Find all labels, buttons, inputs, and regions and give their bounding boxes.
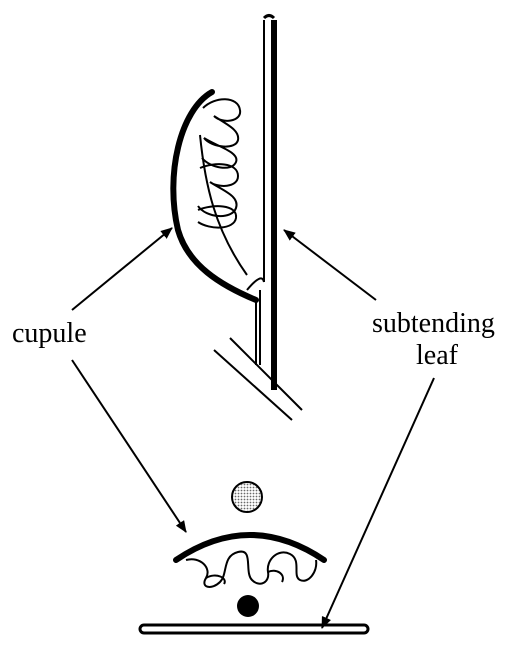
arrow-cupule-to-top-cupule	[72, 360, 186, 532]
stippled-circle	[232, 482, 262, 512]
label-cupule: cupule	[12, 318, 87, 350]
label-leaf: leaf	[416, 340, 458, 372]
annotation-arrows	[72, 228, 434, 628]
arrow-cupule-to-side-cupule	[72, 228, 172, 310]
solid-circle	[237, 595, 259, 617]
cupule-side-view	[173, 92, 256, 300]
arrow-subtending-to-side-leaf	[284, 230, 376, 300]
subtending-leaf-top-view	[140, 625, 368, 633]
ovule-loops-bottom	[186, 552, 316, 587]
arrow-subtending-to-bottom-leaf	[322, 378, 434, 628]
label-subtending: subtending	[372, 308, 495, 340]
subtending-leaf-side-view	[264, 16, 274, 391]
cupule-top-view	[176, 535, 324, 587]
